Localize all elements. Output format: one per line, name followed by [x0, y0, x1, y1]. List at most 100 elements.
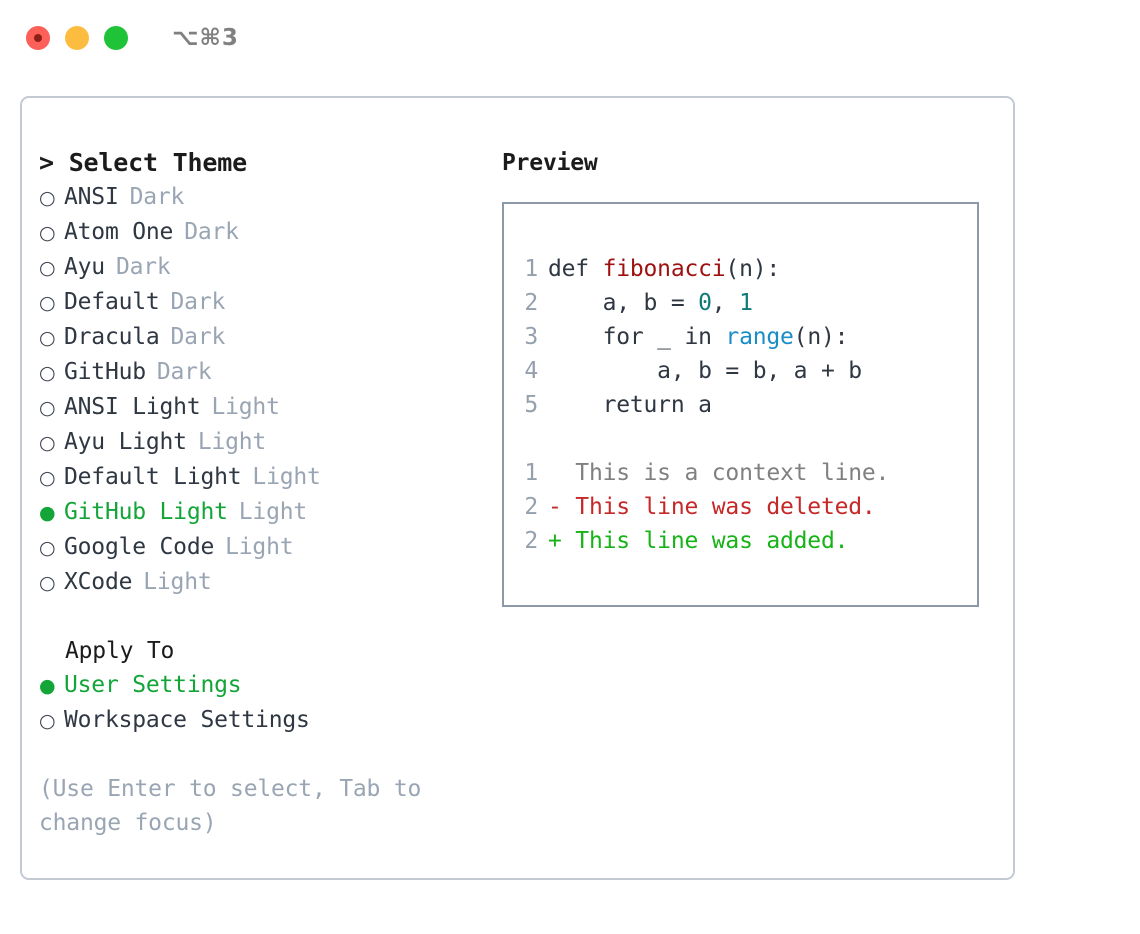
radio-unselected-icon: ○ [39, 537, 56, 559]
theme-variant-tag: Light [225, 534, 294, 560]
keyboard-hint-text: (Use Enter to select, Tab to change focu… [39, 776, 422, 836]
theme-variant-tag: Light [143, 569, 212, 595]
radio-unselected-icon: ○ [39, 432, 56, 454]
radio-unselected-icon: ○ [39, 572, 56, 594]
theme-list-item[interactable]: ○ GitHub Dark [39, 355, 502, 390]
apply-to-list: ●User Settings ○ Workspace Settings [39, 668, 502, 738]
code-token-num: 0 [698, 290, 712, 316]
minimize-window-button[interactable] [65, 26, 89, 50]
spacer [39, 600, 502, 634]
code-token-plain: a, b = b, a + b [548, 358, 862, 384]
diff-marker [548, 456, 575, 490]
theme-variant-tag: Dark [129, 184, 185, 210]
code-line: 3 for _ in range(n): [504, 320, 977, 354]
theme-name-label: Atom One [64, 219, 174, 245]
theme-list-item[interactable]: ○ XCode Light [39, 565, 502, 600]
radio-unselected-icon: ○ [39, 362, 56, 384]
code-token-fn: fibonacci [602, 256, 726, 282]
apply-to-option[interactable]: ○ Workspace Settings [39, 703, 502, 738]
maximize-window-button[interactable] [104, 26, 128, 50]
spacer [504, 422, 977, 456]
theme-list-item[interactable]: ○ Ayu Dark [39, 250, 502, 285]
theme-variant-tag: Light [252, 464, 321, 490]
theme-name-label: XCode [64, 569, 133, 595]
theme-name-label: Google Code [64, 534, 215, 560]
line-number: 4 [524, 358, 538, 384]
code-line: 4 a, b = b, a + b [504, 354, 977, 388]
code-line-text: a, b = 0, 1 [548, 286, 753, 320]
code-token-plain: def [548, 256, 603, 282]
code-line: 2 a, b = 0, 1 [504, 286, 977, 320]
diff-line-text: This line was added. [575, 528, 849, 554]
line-number: 2 [524, 290, 538, 316]
theme-list-item[interactable]: ○ Google Code Light [39, 530, 502, 565]
diff-line: 1 This is a context line. [504, 456, 977, 490]
theme-list-item[interactable]: ○ Ayu Light Light [39, 425, 502, 460]
theme-name-label: GitHub [64, 359, 146, 385]
close-window-button[interactable] [26, 26, 50, 50]
theme-variant-tag: Dark [170, 324, 226, 350]
line-number: 2 [524, 494, 538, 520]
diff-marker: + [548, 528, 576, 554]
theme-name-label: Default Light [64, 464, 242, 490]
theme-variant-tag: Dark [170, 289, 226, 315]
theme-variant-tag: Dark [156, 359, 212, 385]
radio-selected-icon: ● [39, 675, 56, 697]
code-line-text: a, b = b, a + b [548, 354, 862, 388]
code-token-num: 1 [739, 290, 753, 316]
theme-name-label: GitHub Light [64, 499, 228, 525]
diff-line: 2- This line was deleted. [504, 490, 977, 524]
radio-unselected-icon: ○ [39, 397, 56, 419]
diff-preview-block: 1 This is a context line.2- This line wa… [504, 456, 977, 558]
theme-name-label: Ayu Light [64, 429, 187, 455]
diff-marker: - [548, 494, 576, 520]
line-number: 1 [524, 460, 538, 486]
code-line-text: return a [548, 388, 712, 422]
radio-unselected-icon: ○ [39, 222, 56, 244]
code-line: 5 return a [504, 388, 977, 422]
line-number: 1 [524, 256, 538, 282]
code-token-plain: for _ in [548, 324, 726, 350]
radio-unselected-icon: ○ [39, 710, 56, 732]
line-number: 3 [524, 324, 538, 350]
code-token-call: range [725, 324, 794, 350]
theme-variant-tag: Light [238, 499, 308, 525]
radio-unselected-icon: ○ [39, 292, 56, 314]
line-number: 5 [524, 392, 538, 418]
radio-unselected-icon: ○ [39, 467, 56, 489]
preview-heading: Preview [502, 150, 598, 176]
diff-line-text: This is a context line. [575, 460, 890, 486]
radio-unselected-icon: ○ [39, 257, 56, 279]
theme-variant-tag: Dark [115, 254, 171, 280]
theme-name-label: ANSI Light [64, 394, 201, 420]
apply-to-option[interactable]: ●User Settings [39, 668, 502, 703]
theme-list-item[interactable]: ○ Default Dark [39, 285, 502, 320]
theme-variant-tag: Light [211, 394, 280, 420]
diff-line-text: This line was deleted. [575, 494, 876, 520]
theme-name-label: Ayu [64, 254, 105, 280]
code-token-plain: return a [548, 392, 712, 418]
theme-list-item[interactable]: ○ ANSI Light Light [39, 390, 502, 425]
line-number: 2 [524, 528, 538, 554]
theme-name-label: Default [64, 289, 160, 315]
code-token-plain: a, b = [548, 290, 699, 316]
diff-line: 2 + This line was added. [504, 524, 977, 558]
theme-list-item[interactable]: ○ Default Light Light [39, 460, 502, 495]
window-controls [26, 26, 128, 50]
apply-to-option-label: Workspace Settings [64, 707, 310, 733]
select-theme-heading: > Select Theme [39, 148, 247, 177]
theme-variant-tag: Light [197, 429, 267, 455]
apply-to-heading: Apply To [65, 638, 175, 664]
